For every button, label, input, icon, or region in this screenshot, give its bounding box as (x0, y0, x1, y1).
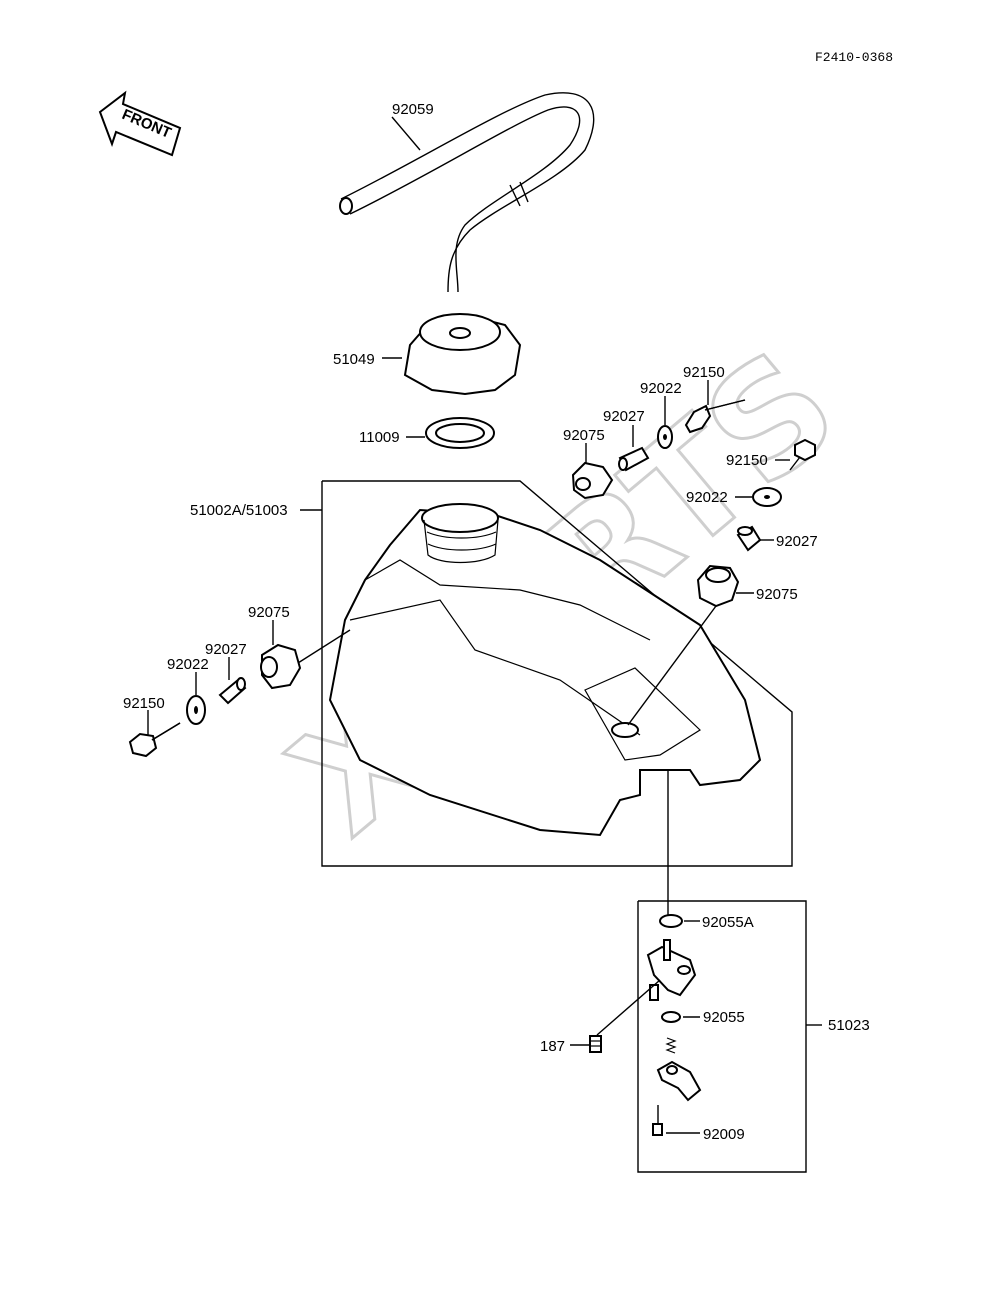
fuel-tank (328, 503, 762, 837)
label-92027-top: 92027 (603, 408, 645, 425)
label-92075-right: 92075 (756, 586, 798, 603)
label-11009: 11009 (359, 429, 400, 446)
label-92150-top: 92150 (683, 364, 725, 381)
front-arrow-icon: FRONT (98, 90, 182, 157)
screw-187 (589, 1035, 602, 1053)
oring (661, 1011, 681, 1023)
label-92022-right: 92022 (686, 489, 728, 506)
washer-top (657, 425, 673, 449)
damper-left (260, 643, 302, 690)
washer-left (186, 695, 206, 725)
fuel-cap (403, 313, 522, 396)
lever (656, 1060, 702, 1102)
label-187: 187 (540, 1038, 565, 1055)
label-92075-left: 92075 (248, 604, 290, 621)
label-51023: 51023 (828, 1017, 870, 1034)
bolt-right (789, 438, 816, 471)
damper-right (696, 564, 740, 608)
washer-right (752, 487, 782, 507)
label-92022-left: 92022 (167, 656, 209, 673)
label-92027-right: 92027 (776, 533, 818, 550)
damper-top (571, 461, 614, 500)
label-51049: 51049 (333, 351, 375, 368)
label-51002a-51003: 51002A/51003 (190, 502, 288, 519)
bolt-top (684, 399, 746, 434)
label-92075-top: 92075 (563, 427, 605, 444)
spring (665, 1037, 677, 1054)
label-92059: 92059 (392, 101, 434, 118)
label-92055: 92055 (703, 1009, 745, 1026)
cap-gasket (425, 417, 495, 449)
collar-left (218, 677, 247, 705)
bolt-left (128, 722, 181, 758)
cock-screw (652, 1123, 663, 1136)
label-92022-top: 92022 (640, 380, 682, 397)
label-92150-right: 92150 (726, 452, 768, 469)
fuel-cock-body (646, 939, 697, 1001)
label-92055a: 92055A (702, 914, 754, 931)
fuel-hose (339, 92, 595, 293)
diagram-code: F2410-0368 (815, 50, 893, 65)
label-92009: 92009 (703, 1126, 745, 1143)
label-92150-left: 92150 (123, 695, 165, 712)
label-92027-left: 92027 (205, 641, 247, 658)
oring-a (659, 914, 683, 928)
collar-top (618, 446, 650, 472)
